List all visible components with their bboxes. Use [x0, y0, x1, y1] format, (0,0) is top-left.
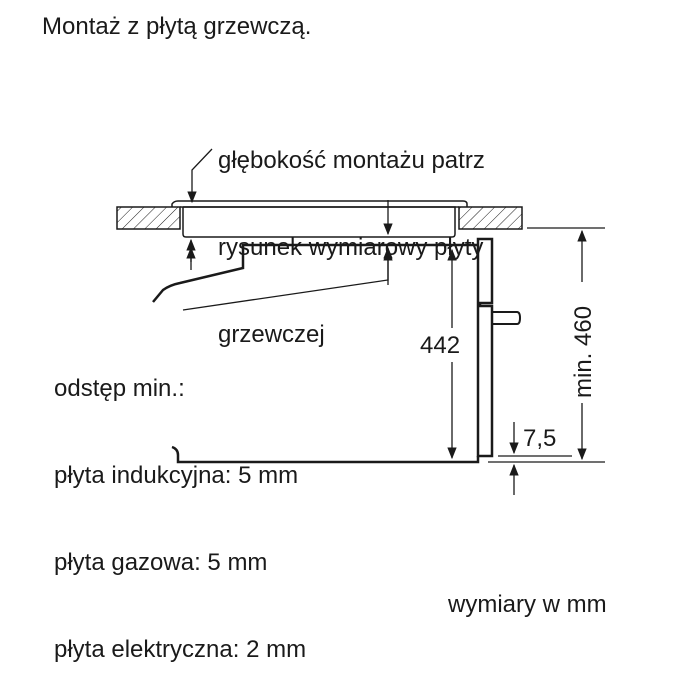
oven-front-panel	[476, 237, 494, 458]
oven-bottom-contour	[171, 445, 480, 464]
note-line: rysunek wymiarowy płyty	[218, 234, 484, 261]
spacing-heading: odstęp min.:	[54, 375, 185, 402]
installation-drawing: 442 min. 460 7,5	[116, 148, 605, 495]
spacing-item-induction: płyta indukcyjna: 5 mm	[54, 462, 299, 489]
note-leader	[187, 148, 213, 204]
oven-knob	[492, 311, 522, 325]
note-line: grzewczej	[218, 321, 325, 348]
spacing-item-gas: płyta gazowa: 5 mm	[54, 549, 268, 576]
units-label: wymiary w mm	[448, 591, 607, 618]
spacing-leader	[182, 248, 393, 311]
hob-body	[182, 206, 456, 238]
mounting-depth-note: głębokość montażu patrz rysunek wymiarow…	[218, 88, 485, 378]
dim-bottom-gap: 7,5	[523, 425, 556, 452]
dim-oven-height: 442	[420, 332, 460, 359]
worktop-left	[116, 206, 181, 230]
spacing-item-electric: płyta elektryczna: 2 mm	[54, 636, 307, 663]
note-line: głębokość montażu patrz	[218, 147, 485, 174]
dim-niche-height: min. 460	[570, 306, 597, 398]
worktop-right	[458, 206, 523, 230]
oven-top-contour	[152, 243, 478, 303]
hob-top-plate	[171, 200, 468, 207]
diagram-title: Montaż z płytą grzewczą.	[42, 13, 312, 40]
